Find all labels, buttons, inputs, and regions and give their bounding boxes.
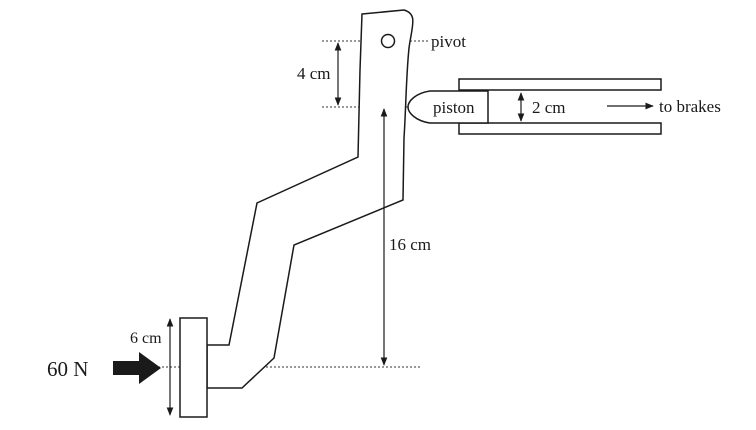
applied-force-label: 60 N (47, 357, 88, 381)
piston-label: piston (433, 98, 475, 117)
upper-arm-length-label: 4 cm (297, 64, 331, 83)
pivot-label: pivot (431, 32, 466, 51)
force-arrow (113, 352, 161, 384)
cylinder-bottom-wall (458, 122, 662, 135)
pad-width-label: 6 cm (130, 330, 162, 347)
pedal-pad (179, 317, 208, 418)
lower-arm-length-label: 16 cm (389, 235, 431, 254)
pivot-pin (380, 33, 396, 49)
cylinder-top-wall (458, 78, 662, 91)
to-brakes-label: to brakes (659, 97, 721, 116)
piston (407, 90, 489, 124)
piston-diameter-label: 2 cm (532, 98, 566, 117)
